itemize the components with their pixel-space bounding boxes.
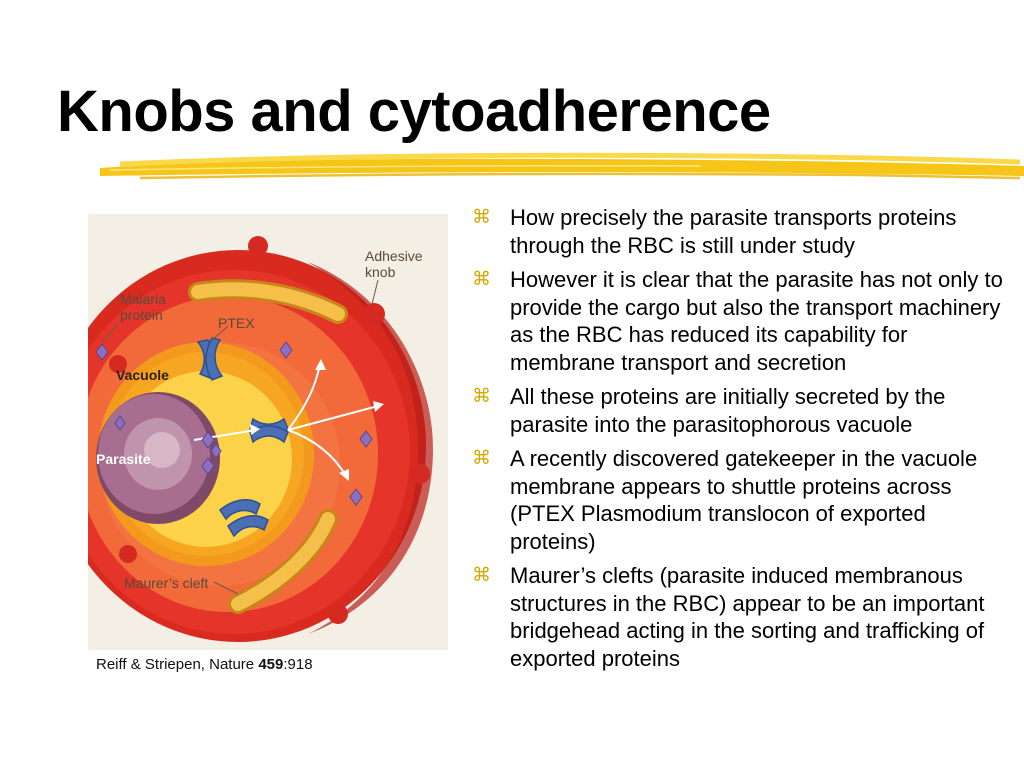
bullet-text: All these proteins are initially secrete… <box>510 384 946 437</box>
bullet-text: Maurer’s clefts (parasite induced membra… <box>510 563 985 671</box>
figure-citation: Reiff & Striepen, Nature 459:918 <box>96 656 313 673</box>
slide-title: Knobs and cytoadherence <box>57 79 771 144</box>
bullet-item: ⌘ A recently discovered gatekeeper in th… <box>472 445 1017 555</box>
ptex-icon <box>196 337 289 538</box>
malaria-protein-label: Malaria <box>120 291 166 307</box>
adhesive-knob-label-2: knob <box>365 264 396 280</box>
vacuole-label: Vacuole <box>116 367 169 383</box>
bullet-item: ⌘ However it is clear that the parasite … <box>472 266 1017 376</box>
bullet-text: A recently discovered gatekeeper in the … <box>510 446 978 554</box>
citation-page: :918 <box>283 656 313 673</box>
bullet-text: However it is clear that the parasite ha… <box>510 267 1003 375</box>
maurers-cleft-icon <box>188 279 348 614</box>
command-bullet-icon: ⌘ <box>472 565 491 586</box>
command-bullet-icon: ⌘ <box>472 386 491 407</box>
bullet-item: ⌘ Maurer’s clefts (parasite induced memb… <box>472 562 1017 672</box>
bullet-item: ⌘ All these proteins are initially secre… <box>472 383 1017 438</box>
citation-authors: Reiff & Striepen, Nature <box>96 656 259 673</box>
command-bullet-icon: ⌘ <box>472 207 491 228</box>
maurers-cleft-label: Maurer’s cleft <box>124 575 208 591</box>
adhesive-knob-label: Adhesive <box>365 248 423 264</box>
adhesive-knob-icon <box>109 236 430 624</box>
malaria-protein-label-2: protein <box>120 307 163 323</box>
bullet-list: ⌘ How precisely the parasite transports … <box>472 204 1017 679</box>
rbc-diagram: Adhesive knob Malaria protein PTEX Vacuo… <box>88 214 448 650</box>
command-bullet-icon: ⌘ <box>472 448 491 469</box>
parasite-label: Parasite <box>96 451 151 467</box>
bullet-text: How precisely the parasite transports pr… <box>510 205 957 258</box>
ptex-label: PTEX <box>218 315 255 331</box>
bullet-item: ⌘ How precisely the parasite transports … <box>472 204 1017 259</box>
title-underline-decoration <box>100 152 1024 180</box>
citation-volume: 459 <box>258 656 284 673</box>
command-bullet-icon: ⌘ <box>472 269 491 290</box>
malaria-protein-icon <box>95 341 373 506</box>
